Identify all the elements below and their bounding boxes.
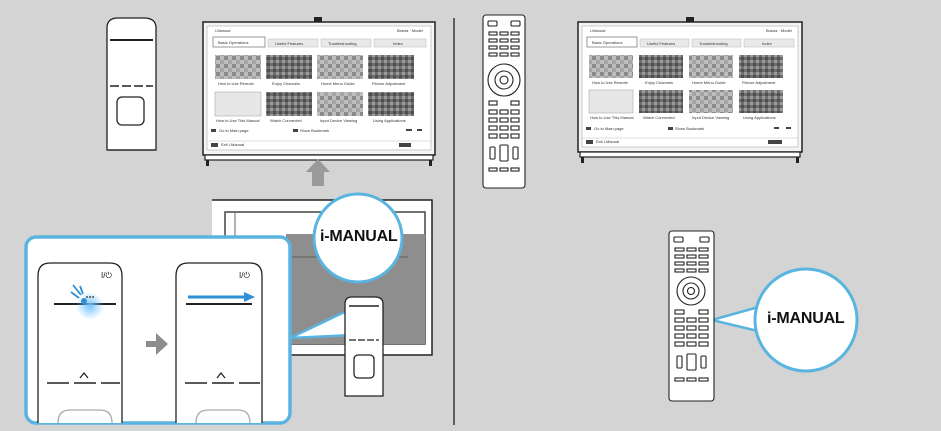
screen-tile-8-right: Using Applications: [743, 115, 776, 120]
screen-tab-4-right: Index: [762, 41, 772, 46]
screen-footer-mid-left: Show Bookmark: [300, 128, 330, 133]
screen-tile-2-left: Enjoy Channels: [272, 81, 301, 86]
screen-tile-5-right: How to Use This Manual: [590, 115, 634, 120]
screen-tab-4-left: Index: [393, 41, 403, 46]
touch-sensor-unit-top: [106, 17, 157, 151]
screen-footer-left-left: Go to Main page: [219, 128, 249, 133]
screen-tile-4-left: Picture Adjustment: [372, 81, 406, 86]
screen-tab-1-right: Basic Operations: [592, 40, 623, 45]
screen-header-right-left: Bravia · Model: [397, 28, 423, 33]
power-symbol-left: I/⏻: [101, 271, 112, 280]
power-symbol-right: I/⏻: [239, 271, 250, 280]
screen-tile-5-left: How to Use This Manual: [216, 118, 260, 123]
tv-left: [202, 17, 436, 166]
screen-tile-7-left: Input Device Viewing: [320, 118, 358, 123]
screen-tab-3-right: Troubleshooting: [699, 41, 728, 46]
gesture-panel: [24, 235, 292, 425]
screen-footer-exit-right: Exit i-Manual: [596, 139, 620, 144]
screen-tile-6-left: Watch Connected: [270, 118, 302, 123]
remote-bottom: [668, 230, 715, 402]
remote-imanual-label: i-MANUAL: [767, 310, 845, 327]
screen-tile-6-right: Watch Connected: [643, 115, 675, 120]
tv-imanual-callout-circle: [312, 192, 404, 284]
screen-title-left: i-Manual: [215, 28, 231, 33]
screen-tile-3-left: Home Menu Guide: [321, 81, 355, 86]
screen-footer-left-right: Go to Main page: [594, 126, 624, 131]
remote-top: [482, 14, 526, 189]
screen-header-right-right: Bravia · Model: [766, 28, 792, 33]
screen-tile-4-right: Picture Adjustment: [742, 80, 776, 85]
tv-imanual-label: i-MANUAL: [320, 228, 398, 245]
screen-tile-7-right: Input Device Viewing: [692, 115, 730, 120]
screen-title-right: i-Manual: [590, 28, 606, 33]
screen-tab-1-left: Basic Operations: [218, 40, 249, 45]
remote-imanual-callout-circle: [753, 267, 859, 373]
touch-sensor-unit-bottom: [344, 296, 384, 397]
screen-tab-2-left: Useful Features: [275, 41, 304, 46]
screen-tile-1-right: How to Use Remote: [592, 80, 628, 85]
tv-right: [577, 17, 803, 163]
screen-tile-8-left: Using Applications: [373, 118, 406, 123]
screen-tile-1-left: How to Use Remote: [218, 81, 254, 86]
screen-footer-exit-left: Exit i-Manual: [221, 142, 245, 147]
screen-tab-3-left: Troubleshooting: [328, 41, 357, 46]
screen-tab-2-right: Useful Features: [647, 41, 676, 46]
up-arrow: [306, 159, 330, 186]
screen-tile-2-right: Enjoy Channels: [645, 80, 674, 85]
screen-footer-mid-right: Show Bookmark: [675, 126, 705, 131]
screen-tile-3-right: Home Menu Guide: [692, 80, 726, 85]
